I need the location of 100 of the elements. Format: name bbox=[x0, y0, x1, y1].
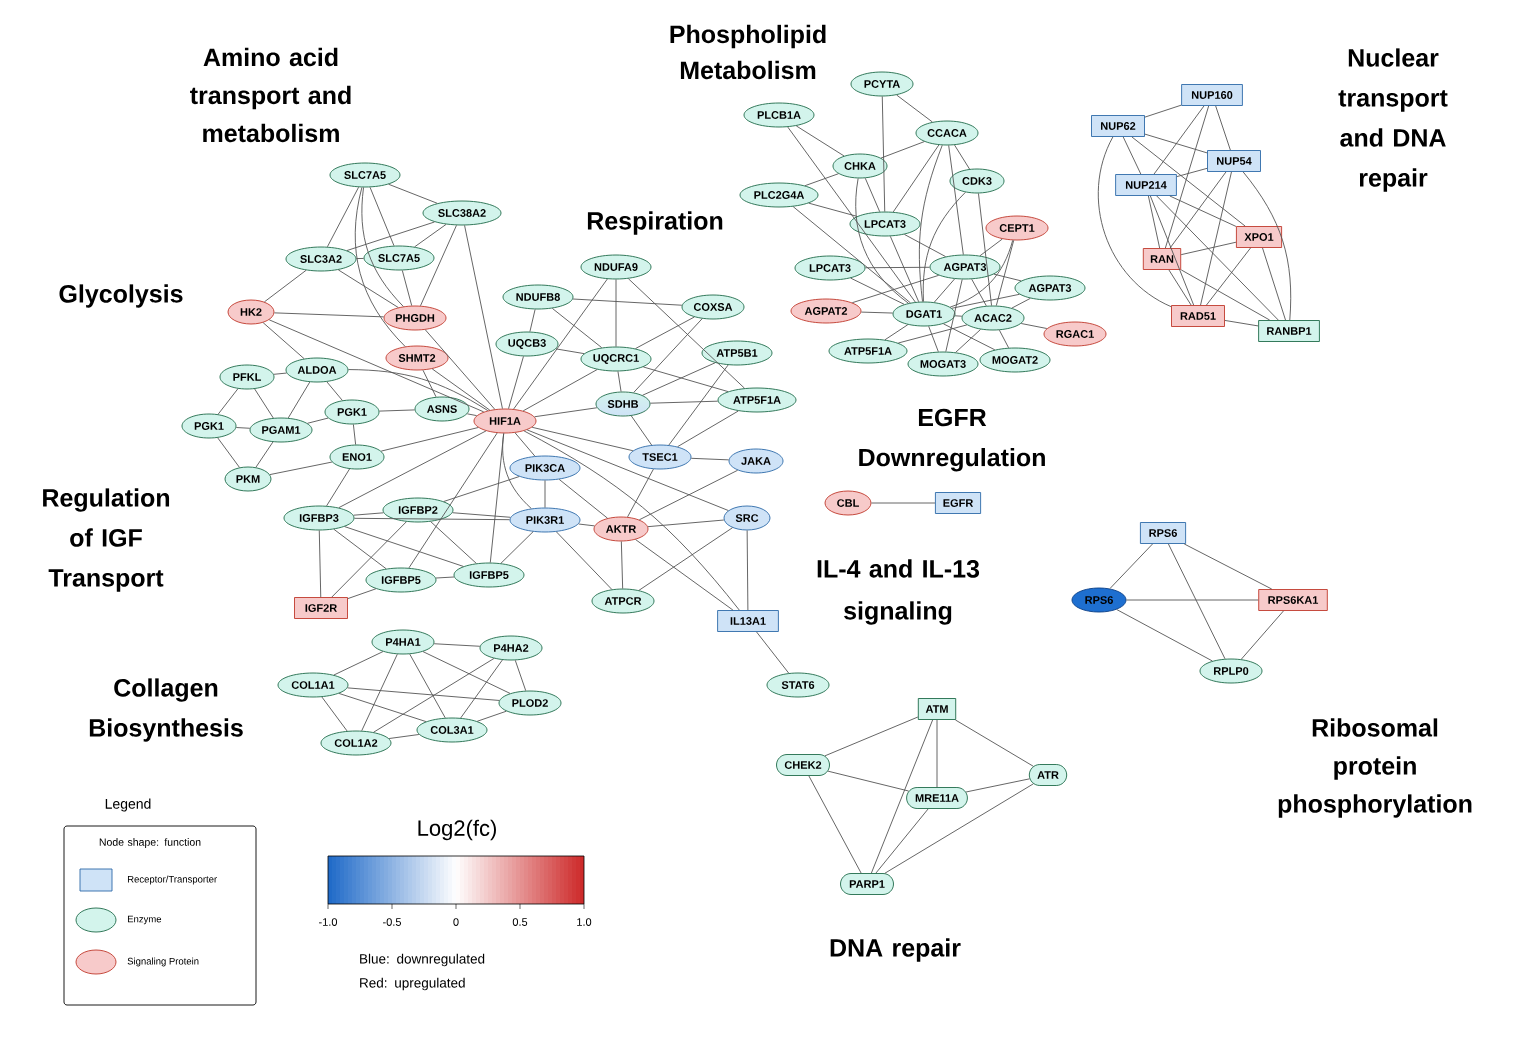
enzyme-node: MOGAT2 bbox=[979, 347, 1051, 373]
connector-line bbox=[1122, 136, 1142, 175]
connector-line bbox=[870, 719, 934, 874]
enzyme-node: ACAC2 bbox=[961, 305, 1025, 331]
group-title: Nuclear transport and DNA repair bbox=[1338, 48, 1448, 192]
connector-line bbox=[555, 531, 613, 590]
connector-line bbox=[344, 526, 464, 567]
connector-line bbox=[1156, 195, 1279, 321]
connector-line bbox=[889, 235, 920, 303]
connector-line bbox=[433, 643, 481, 647]
connector-line bbox=[551, 307, 603, 349]
connector-line bbox=[531, 426, 634, 452]
enzyme-node: SLC7A5 bbox=[363, 245, 435, 271]
connector-line bbox=[933, 278, 956, 303]
connector-line bbox=[804, 173, 839, 187]
receptor-node: NUP62 bbox=[1091, 115, 1145, 137]
enzyme-node: SLC38A2 bbox=[422, 200, 502, 226]
connector-line bbox=[422, 369, 437, 398]
connector-line bbox=[827, 770, 910, 792]
color-scale-title: Log2(fc) bbox=[418, 819, 496, 841]
group-title: Respiration bbox=[587, 211, 723, 235]
connector-line bbox=[1200, 171, 1232, 306]
connector-line bbox=[268, 319, 485, 413]
connector-line bbox=[273, 312, 385, 318]
group-title: IL-4 and IL-13 signaling bbox=[817, 559, 980, 625]
enzyme-node: PLCB1A bbox=[743, 102, 815, 128]
connector-line bbox=[922, 191, 966, 302]
signaling-node: AKTR bbox=[593, 516, 649, 542]
enzyme-node: CHKA bbox=[832, 153, 888, 179]
connector-line bbox=[649, 400, 719, 404]
enzyme-node: ATP5F1A bbox=[717, 387, 797, 413]
ellipse-node: SDHB bbox=[595, 391, 651, 417]
group-title: DNA repair bbox=[830, 938, 961, 962]
connector-line bbox=[1215, 105, 1231, 151]
connector-line bbox=[443, 476, 520, 502]
enzyme-node: IGFBP2 bbox=[382, 497, 454, 523]
receptor-node: EGFR bbox=[934, 492, 982, 514]
receptor-node: NUP160 bbox=[1181, 84, 1243, 106]
connector-line bbox=[808, 775, 862, 874]
enzyme-node: ATP5B1 bbox=[701, 340, 773, 366]
connector-line bbox=[746, 530, 749, 611]
connector-line bbox=[638, 469, 739, 521]
connector-line bbox=[500, 531, 534, 564]
connector-line bbox=[353, 512, 384, 516]
connector-line bbox=[638, 527, 733, 591]
connector-line bbox=[273, 372, 287, 375]
connector-line bbox=[808, 202, 858, 217]
connector-line bbox=[534, 407, 598, 418]
group-title: Amino acid transport and metabolism bbox=[190, 47, 351, 143]
connector-line bbox=[642, 362, 716, 396]
connector-line bbox=[1183, 543, 1273, 590]
connector-line bbox=[514, 432, 536, 457]
enzyme-node: CCACA bbox=[915, 120, 979, 146]
connector-line bbox=[361, 187, 404, 307]
connector-line bbox=[954, 144, 970, 170]
signaling-node: AGPAT2 bbox=[790, 298, 862, 324]
connector-line bbox=[993, 273, 1022, 282]
connector-line bbox=[529, 308, 536, 333]
connector-line bbox=[1020, 323, 1048, 329]
connector-line bbox=[380, 427, 479, 452]
enzyme-node: AGPAT3 bbox=[929, 254, 1001, 280]
connector-line bbox=[948, 145, 964, 255]
enzyme-node: IGFBP5 bbox=[365, 567, 437, 593]
enzyme-node: PGK1 bbox=[324, 399, 380, 425]
connector-line bbox=[1180, 269, 1271, 321]
connector-line bbox=[326, 468, 350, 507]
connector-line bbox=[452, 512, 511, 518]
connector-line bbox=[235, 427, 251, 429]
ellipse-node: JAKA bbox=[728, 448, 784, 474]
enzyme-node: COL3A1 bbox=[416, 717, 488, 743]
enzyme-node: NDUFA9 bbox=[580, 254, 652, 280]
connector-line bbox=[378, 409, 416, 412]
connector-line bbox=[522, 369, 598, 412]
connector-line bbox=[356, 258, 365, 259]
connector-line bbox=[881, 96, 886, 212]
connector-line bbox=[1167, 543, 1226, 660]
connector-line bbox=[544, 480, 546, 508]
enzyme-node: ATP5F1A bbox=[828, 338, 908, 364]
enzyme-node: IGFBP3 bbox=[283, 505, 355, 531]
connector-line bbox=[558, 478, 608, 519]
tick-label: -0.5 bbox=[383, 918, 401, 926]
enzyme-node: ASNS bbox=[414, 396, 470, 422]
connector-line bbox=[287, 381, 311, 419]
connector-line bbox=[824, 716, 919, 757]
connector-line bbox=[865, 266, 931, 269]
connector-line bbox=[1098, 136, 1172, 308]
connector-line bbox=[1224, 320, 1259, 327]
legend-title: Legend bbox=[105, 798, 151, 812]
connector-line bbox=[262, 322, 305, 360]
ellipse-node: PIK3R1 bbox=[509, 507, 581, 533]
connector-line bbox=[1168, 269, 1192, 306]
enzyme-node: DGAT1 bbox=[892, 301, 956, 327]
signaling-node: CBL bbox=[824, 490, 872, 516]
tick-label: 0 bbox=[453, 918, 459, 926]
connector-line bbox=[513, 278, 608, 410]
enzyme-node: ATPCR bbox=[591, 588, 655, 614]
connector-line bbox=[978, 193, 992, 306]
connector-line bbox=[627, 468, 654, 518]
connector-line bbox=[347, 588, 377, 600]
enzyme-node: PKM bbox=[224, 466, 272, 492]
